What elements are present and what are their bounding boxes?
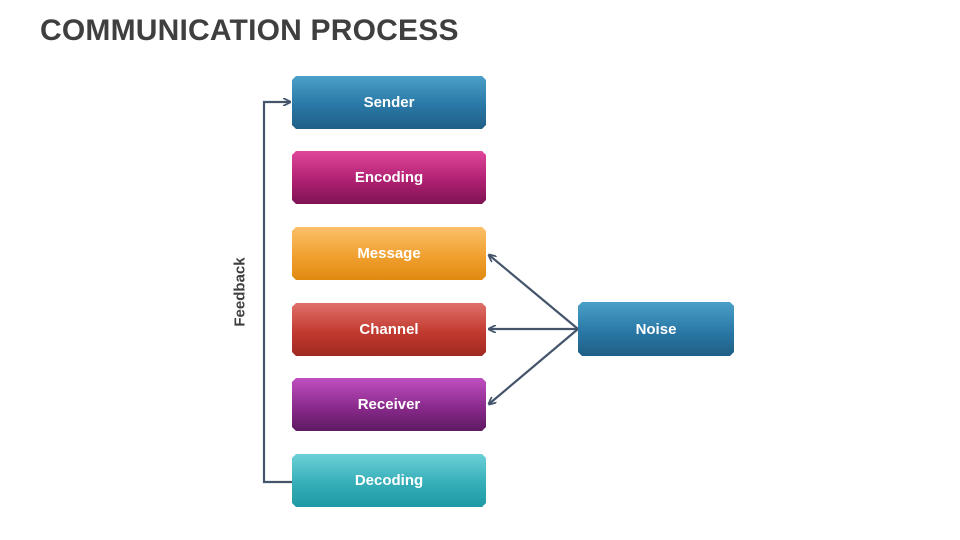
step-channel: Channel: [292, 303, 486, 356]
feedback-label: Feedback: [231, 257, 249, 327]
step-encoding: Encoding: [292, 151, 486, 204]
step-sender: Sender: [292, 76, 486, 129]
noise-to-message-arrow: [489, 255, 579, 330]
step-label: Receiver: [357, 396, 421, 413]
step-label: Channel: [359, 321, 419, 338]
step-label: Message: [357, 245, 421, 262]
step-label: Encoding: [354, 169, 424, 186]
step-label: Decoding: [354, 472, 424, 489]
noise-box: Noise: [578, 302, 734, 356]
noise-to-receiver-arrow: [489, 328, 579, 404]
step-receiver: Receiver: [292, 378, 486, 431]
step-decoding: Decoding: [292, 454, 486, 507]
feedback-arrow: [262, 102, 292, 484]
noise-label: Noise: [635, 320, 677, 338]
page-title: COMMUNICATION PROCESS: [40, 14, 459, 47]
step-message: Message: [292, 227, 486, 280]
step-label: Sender: [363, 94, 415, 111]
